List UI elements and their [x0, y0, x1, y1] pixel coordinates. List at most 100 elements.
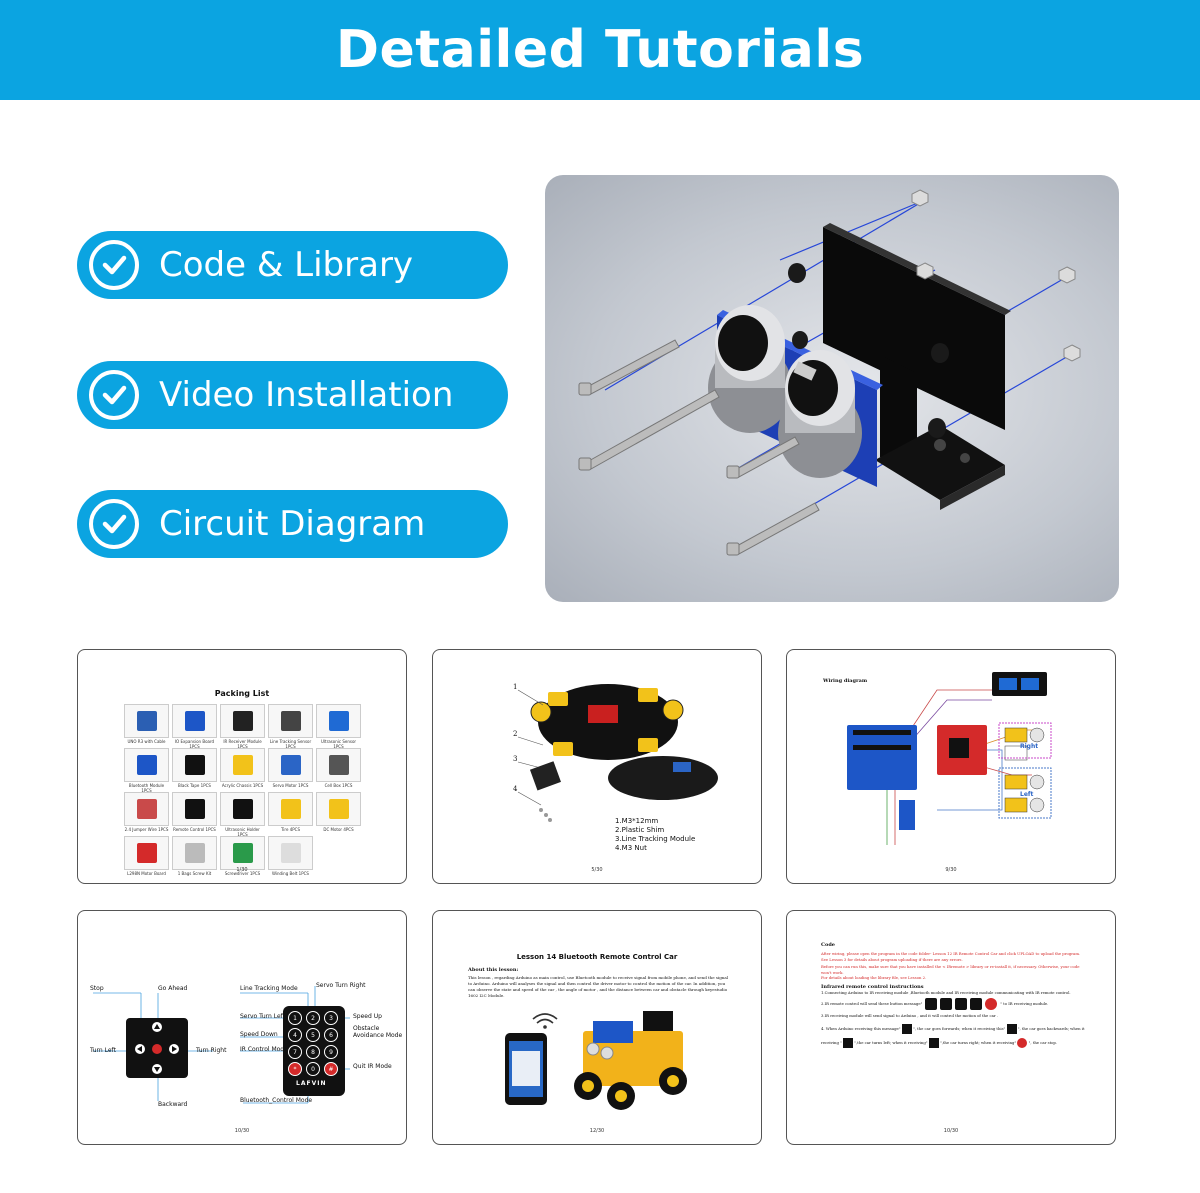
remote-brand: LAFVIN [296, 1080, 327, 1087]
label-obstacle: Obstacle Avoidance Mode [353, 1025, 403, 1039]
step-4f-text: ", the car stop. [1028, 1039, 1058, 1045]
code-red-text-2: Before you can run this, make sure that … [821, 964, 1080, 975]
packing-item-caption: Remote Control 1PCS [173, 827, 216, 832]
packing-item-caption: Winding Belt 1PCS [272, 871, 309, 876]
label-quit-ir: Quit IR Mode [353, 1063, 392, 1070]
tutorial-page-remote-control: Stop Go Ahead Turn Left Turn Right Backw… [77, 910, 407, 1145]
code-step-4: 4. When Arduino receiving this message" … [821, 1022, 1086, 1050]
tutorial-page-wiring-diagram: Wiring diagram [786, 649, 1116, 884]
keypad-key: 4 [288, 1028, 302, 1042]
packing-item-caption: 2.4 Jumper Wire 1PCS [124, 827, 169, 832]
packing-item-caption: Servo Motor 1PCS [272, 783, 309, 788]
wiring-title: Wiring diagram [823, 678, 868, 684]
header-banner: Detailed Tutorials [0, 0, 1200, 100]
tutorial-page-packing-list: Packing List UNO R3 with Cable IO Expansi… [77, 649, 407, 884]
feature-label: Video Installation [159, 375, 454, 415]
packing-item-image [172, 792, 217, 826]
page-number: 12/30 [589, 1128, 605, 1134]
legend-item: 1.M3*12mm [615, 817, 659, 825]
keypad-key: 8 [306, 1045, 320, 1059]
packing-item-image [268, 792, 313, 826]
keypad-key: 9 [324, 1045, 338, 1059]
feature-pill-video-installation: Video Installation [77, 361, 508, 429]
feature-label: Code & Library [159, 245, 414, 285]
packing-item-caption: IO Expansion Board 1PCS [174, 739, 215, 749]
up-key-icon [925, 998, 938, 1010]
packing-item-image [268, 836, 313, 870]
packing-item-image [316, 704, 361, 738]
legend-item: 3.Line Tracking Module [615, 835, 696, 843]
label-turn-right: Turn Right [196, 1047, 227, 1054]
label-bluetooth-mode: Bluetooth_Control Mode [240, 1097, 313, 1104]
bluetooth-car-illustration [505, 1011, 687, 1110]
packing-item-image [220, 836, 265, 870]
packing-item-caption: Tire 4PCS [280, 827, 300, 832]
tutorial-page-bluetooth-lesson: Lesson 14 Bluetooth Remote Control Car A… [432, 910, 762, 1145]
packing-item-caption: Screwdriver 1PCS [224, 871, 261, 876]
check-circle-icon [89, 370, 139, 420]
down-key-icon [1006, 1023, 1017, 1034]
keypad-key: 1 [288, 1011, 302, 1025]
packing-item-image [124, 748, 169, 782]
step-4-text: 4. When Arduino receiving this message" [821, 1025, 901, 1031]
packing-item-caption: Black Tape 1PCS [178, 783, 211, 788]
label-ir-control: IR Control Mode [240, 1046, 288, 1053]
packing-item-caption: Line Tracking Sensor 1PCS [269, 739, 312, 749]
assembly-legend: 1.M3*12mm 2.Plastic Shim 3.Line Tracking… [615, 817, 695, 853]
page-title: Detailed Tutorials [335, 20, 865, 80]
label-line-tracking: Line Tracking Mode [240, 985, 298, 992]
packing-item-caption: IR Receiver Module 1PCS [223, 739, 262, 749]
code-page-content: Code After wiring, please open the progr… [821, 942, 1086, 1050]
code-heading: Code [821, 942, 835, 948]
packing-item-image [220, 748, 265, 782]
tutorial-page-code-instructions: Code After wiring, please open the progr… [786, 910, 1116, 1145]
packing-item-image [172, 704, 217, 738]
ok-key-icon [1017, 1037, 1028, 1048]
check-circle-icon [89, 499, 139, 549]
ultrasonic-bracket-exploded-view [545, 175, 1119, 602]
packing-item-image [124, 704, 169, 738]
page-number: 5/30 [591, 867, 603, 873]
packing-item-caption: UNO R3 with Cable [127, 739, 166, 744]
step-2-text: 2.IR remote control will send these butt… [821, 1001, 923, 1006]
code-step-2: 2.IR remote control will send these butt… [821, 997, 1086, 1011]
packing-item-caption: DC Motor 4PCS [323, 827, 354, 832]
step-4e-text: ",the car turns right; when it receiving… [939, 1039, 1017, 1045]
page-number: 9/30 [945, 867, 957, 873]
packing-item-image [220, 792, 265, 826]
packing-item-image [268, 748, 313, 782]
callout-1: 1 [513, 683, 518, 691]
packing-item-caption: 1 Bags Screw Kit [177, 871, 212, 876]
keypad-key: 7 [288, 1045, 302, 1059]
left-motor-label: Left [1020, 791, 1034, 798]
label-speed-up: Speed Up [353, 1013, 382, 1020]
lesson-subhead: About this lesson: [468, 967, 519, 973]
label-stop: Stop [90, 985, 104, 992]
lesson-title: Lesson 14 Bluetooth Remote Control Car [516, 953, 678, 961]
packing-list-title: Packing List [214, 689, 270, 698]
keypad-key: 5 [306, 1028, 320, 1042]
page-number: 10/30 [234, 1128, 250, 1134]
packing-item-image [316, 792, 361, 826]
packing-item-caption: Ultrasonic Sensor 1PCS [320, 739, 357, 749]
step-4d-text: ",the car turns left; when it receiving" [854, 1039, 928, 1045]
down-key-icon [940, 998, 953, 1010]
packing-item-caption: L298N Motor Board [127, 871, 166, 876]
left-key-icon [955, 998, 968, 1010]
feature-pill-code-library: Code & Library [77, 231, 508, 299]
feature-pill-circuit-diagram: Circuit Diagram [77, 490, 508, 558]
step-4c-text: ", the car goes backwards; when it recei… [821, 1025, 1085, 1045]
callout-3: 3 [513, 755, 518, 763]
right-key-icon [928, 1037, 939, 1048]
step-2b-text: " to IR receiving module. [1000, 1001, 1049, 1006]
packing-item-image [220, 704, 265, 738]
label-servo-right: Servo Turn Right [316, 982, 366, 989]
legend-item: 2.Plastic Shim [615, 826, 665, 834]
code-red-text: After wiring, please open the program in… [821, 951, 1081, 962]
right-motor-label: Right [1020, 743, 1039, 750]
packing-item-image [124, 792, 169, 826]
code-subheading: Infrared remote control instructions [821, 983, 924, 990]
packing-item-image [268, 704, 313, 738]
up-key-icon [901, 1023, 912, 1034]
